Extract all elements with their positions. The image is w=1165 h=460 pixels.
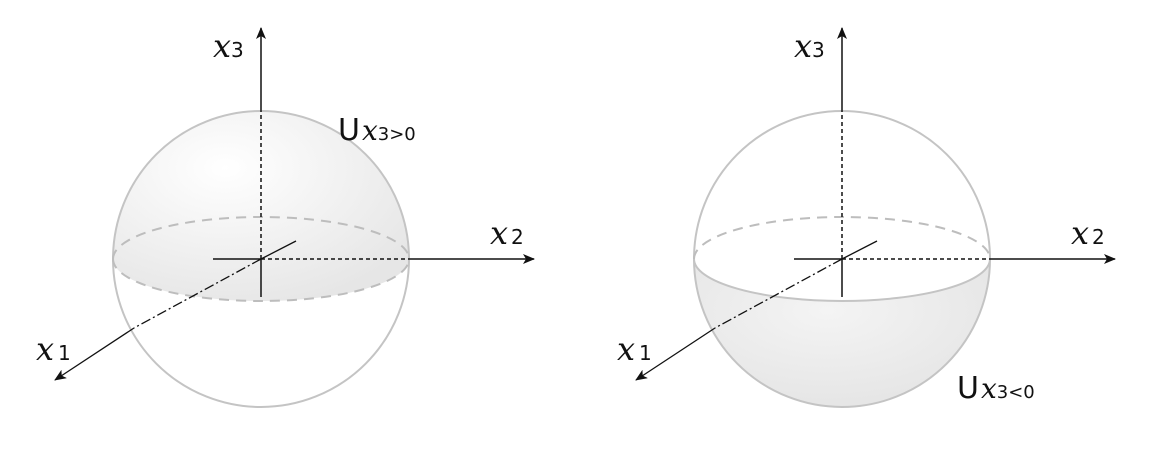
right-equator-front [693, 258, 991, 302]
right-x1-axis-stub [841, 240, 878, 260]
left-x3-label: x3 [213, 27, 244, 65]
right-x3-label: x3 [794, 27, 825, 65]
left-x1-axis-inner [133, 258, 262, 329]
left-set-label: Ux3>0 [338, 113, 416, 148]
left-x1-axis-outer [54, 327, 135, 381]
left-x1-axis-stub [260, 240, 297, 260]
left-equator-front [112, 258, 410, 302]
right-set-label: Ux3<0 [957, 371, 1035, 406]
right-x1-axis-outer [635, 327, 716, 381]
right-x1-axis-inner [714, 258, 843, 329]
